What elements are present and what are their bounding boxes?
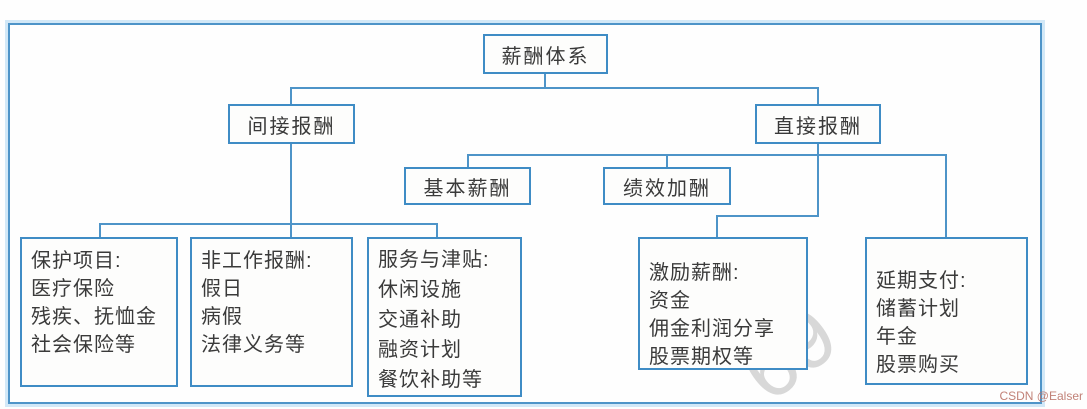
leaf-line: 股票期权等 — [649, 346, 754, 368]
leaf-deferred-payment: 延期支付: 储蓄计划 年金 股票购买 — [865, 237, 1028, 385]
leaf-line: 融资计划 — [378, 339, 462, 361]
leaf-line: 激励薪酬: — [649, 262, 740, 284]
leaf-line: 储蓄计划 — [876, 298, 960, 320]
leaf-line: 交通补助 — [378, 309, 462, 331]
connector-deferred-drop — [945, 154, 947, 238]
connector-indirect-stem — [290, 143, 292, 238]
connector-meritpay-drop — [666, 154, 668, 168]
leaf-line: 假日 — [201, 278, 243, 300]
connector-indirect-drop — [290, 87, 292, 105]
connector-direct-stem — [817, 143, 819, 217]
leaf-line: 社会保险等 — [31, 334, 136, 356]
connector-incentive-jog — [716, 215, 819, 217]
leaf-line: 病假 — [201, 306, 243, 328]
csdn-credit-watermark: CSDN @Ealser — [999, 389, 1083, 403]
connector-leaf1-drop — [99, 223, 101, 238]
connector-basepay-drop — [467, 154, 469, 168]
diagram-outer-frame — [8, 23, 1042, 404]
connector-level2-rail — [290, 87, 819, 89]
leaf-line: 医疗保险 — [31, 278, 115, 300]
leaf-line: 餐饮补助等 — [378, 369, 483, 391]
connector-incentive-drop — [716, 215, 718, 238]
leaf-line: 资金 — [649, 290, 691, 312]
connector-left-leaf-rail — [99, 223, 438, 225]
leaf-line: 非工作报酬: — [201, 250, 313, 272]
connector-root-drop — [544, 72, 546, 89]
node-direct-compensation: 直接报酬 — [755, 104, 881, 144]
leaf-line: 休闲设施 — [378, 279, 462, 301]
connector-right-rail — [467, 154, 947, 156]
leaf-line: 服务与津贴: — [378, 249, 490, 271]
leaf-services-allowances: 服务与津贴: 休闲设施 交通补助 融资计划 餐饮补助等 — [367, 237, 522, 397]
connector-leaf3-drop — [436, 223, 438, 238]
leaf-line: 延期支付: — [876, 270, 967, 292]
leaf-line: 佣金利润分享 — [649, 318, 775, 340]
leaf-nonwork-compensation: 非工作报酬: 假日 病假 法律义务等 — [190, 237, 353, 387]
leaf-line: 年金 — [876, 326, 918, 348]
node-merit-pay: 绩效加酬 — [603, 167, 731, 205]
node-root: 薪酬体系 — [483, 34, 608, 74]
leaf-protection-items: 保护项目: 医疗保险 残疾、抚恤金 社会保险等 — [20, 237, 178, 387]
leaf-line: 法律义务等 — [201, 334, 306, 356]
leaf-line: 残疾、抚恤金 — [31, 306, 157, 328]
node-indirect-compensation: 间接报酬 — [228, 104, 355, 144]
connector-direct-drop — [817, 87, 819, 105]
node-base-pay: 基本薪酬 — [404, 167, 531, 205]
leaf-line: 股票购买 — [876, 354, 960, 376]
leaf-incentive-pay: 激励薪酬: 资金 佣金利润分享 股票期权等 — [638, 237, 808, 370]
leaf-line: 保护项目: — [31, 250, 122, 272]
